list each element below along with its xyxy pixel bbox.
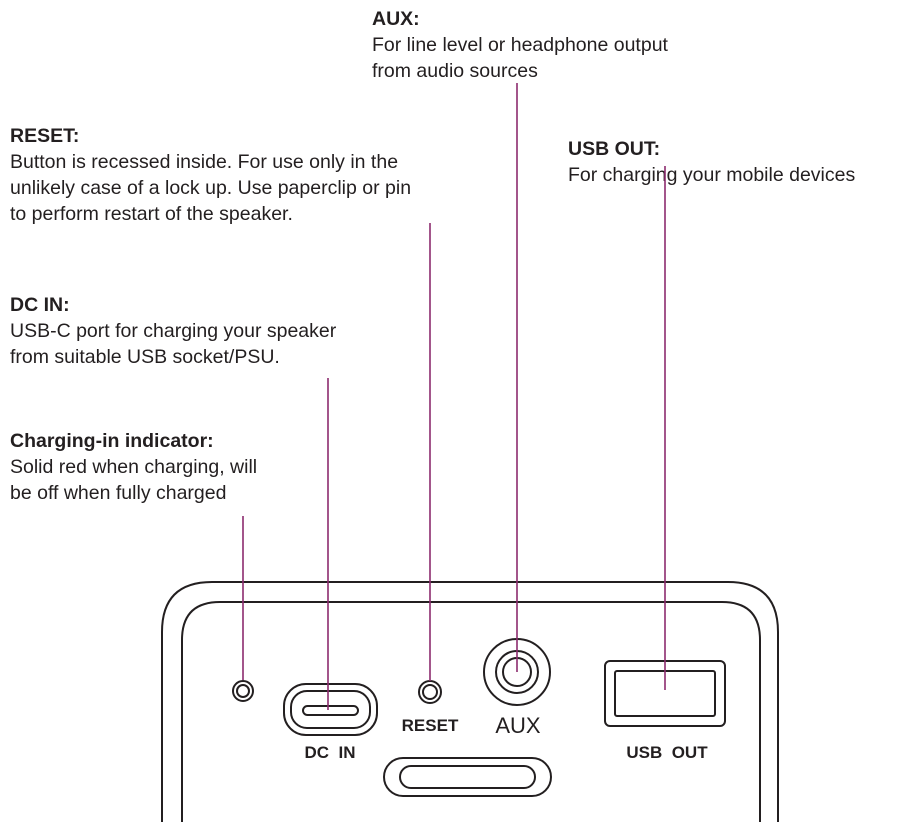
callout-reset-line: unlikely case of a lock up. Use papercli… [10, 177, 412, 199]
callout-usb-out-line: For charging your mobile devices [568, 164, 856, 186]
housing-inner-outline [181, 601, 761, 822]
callout-aux-heading: AUX: [372, 8, 420, 30]
panel-label-dc-in: DC IN [305, 743, 356, 762]
callout-reset-line: to perform restart of the speaker. [10, 203, 293, 225]
dc-in-port-outer [283, 683, 378, 736]
bottom-slot-inner [399, 765, 536, 789]
callout-charging-line: be off when fully charged [10, 482, 227, 504]
panel-label-reset: RESET [402, 716, 459, 735]
charging-indicator-led [232, 680, 254, 702]
callout-usb-out-heading: USB OUT: [568, 138, 661, 160]
callout-dc-in: DC IN: USB-C port for charging your spea… [10, 292, 336, 370]
callout-charging-indicator: Charging-in indicator: Solid red when ch… [10, 428, 257, 506]
callout-charging-heading: Charging-in indicator: [10, 430, 214, 452]
callout-aux-line: from audio sources [372, 60, 538, 82]
reset-button-hole-inner [422, 684, 438, 700]
callout-dc-in-line: from suitable USB socket/PSU. [10, 346, 280, 368]
panel-label-usb-out: USB OUT [626, 743, 708, 762]
callout-charging-line: Solid red when charging, will [10, 456, 258, 478]
callout-aux: AUX: For line level or headphone output … [372, 6, 668, 84]
callout-dc-in-line: USB-C port for charging your speaker [10, 320, 337, 342]
callout-reset: RESET: Button is recessed inside. For us… [10, 123, 411, 227]
housing-outer-outline [161, 581, 779, 822]
callout-reset-heading: RESET: [10, 125, 80, 147]
callout-usb-out: USB OUT: For charging your mobile device… [568, 136, 855, 188]
callout-reset-line: Button is recessed inside. For use only … [10, 151, 399, 173]
dc-in-port-mid [290, 690, 371, 729]
dc-in-port-slot [302, 705, 359, 716]
callout-dc-in-heading: DC IN: [10, 294, 70, 316]
bottom-slot [383, 757, 552, 797]
panel-label-aux: AUX [495, 713, 541, 738]
charging-indicator-led-inner [236, 684, 250, 698]
callout-aux-line: For line level or headphone output [372, 34, 668, 56]
